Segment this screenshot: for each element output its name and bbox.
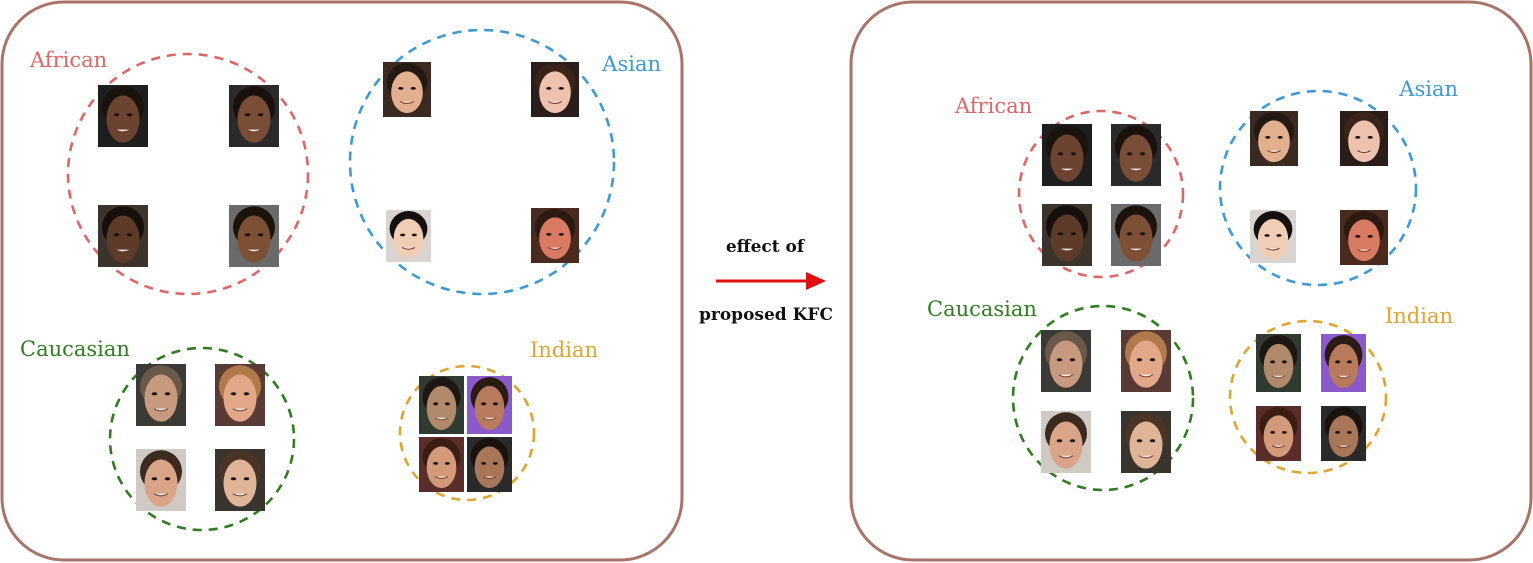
face-african-4 [1111,204,1161,266]
face-african-3 [98,205,148,267]
face-asian-2 [531,62,579,117]
face-indian-1 [419,376,464,434]
face-caucasian-3 [136,449,186,511]
face-african-2 [1111,124,1161,186]
face-caucasian-1 [136,364,186,426]
face-african-2 [229,85,279,147]
indian-label: Indian [1385,304,1453,328]
asian-label: Asian [1398,77,1458,101]
african-label: African [954,94,1032,118]
caucasian-cluster-circle [108,346,296,532]
caucasian-label: Caucasian [927,297,1037,321]
face-indian-4 [467,437,512,492]
face-indian-3 [1256,406,1301,461]
face-caucasian-2 [1121,330,1171,392]
face-asian-1 [1250,111,1298,166]
asian-cluster-circle [1218,89,1418,287]
face-indian-1 [1256,334,1301,392]
transition-arrow: effect of proposed KFC [699,237,833,325]
african-cluster-circle [66,52,310,296]
face-african-1 [98,85,148,147]
face-caucasian-1 [1041,330,1091,392]
face-images [98,62,1388,511]
face-asian-4 [1340,210,1388,265]
arrow-caption-bottom: proposed KFC [699,305,833,325]
asian-cluster-circle [348,28,616,296]
face-caucasian-3 [1041,411,1091,473]
caucasian-label: Caucasian [20,337,130,361]
face-indian-4 [1321,406,1366,461]
face-asian-3 [386,210,431,262]
african-label: African [29,48,107,72]
face-asian-2 [1340,111,1388,166]
face-caucasian-2 [215,364,265,426]
caucasian-cluster-circle [1011,304,1195,492]
face-asian-4 [531,208,579,263]
face-caucasian-4 [1121,411,1171,473]
asian-label: Asian [601,52,661,76]
indian-cluster-circle [398,364,536,502]
face-asian-3 [1250,210,1296,263]
indian-cluster-circle [1228,319,1388,475]
clusters-before [66,28,616,532]
arrow-head [806,272,826,290]
arrow-caption-top: effect of [726,237,806,257]
face-indian-2 [1321,334,1366,392]
face-african-3 [1042,204,1092,266]
face-african-4 [229,205,279,267]
face-asian-1 [383,62,431,117]
face-indian-2 [467,376,512,434]
face-caucasian-4 [215,449,265,511]
face-indian-3 [419,437,464,492]
indian-label: Indian [530,338,598,362]
african-cluster-circle [1017,109,1185,279]
face-african-1 [1042,124,1092,186]
clusters-after [1011,89,1418,492]
